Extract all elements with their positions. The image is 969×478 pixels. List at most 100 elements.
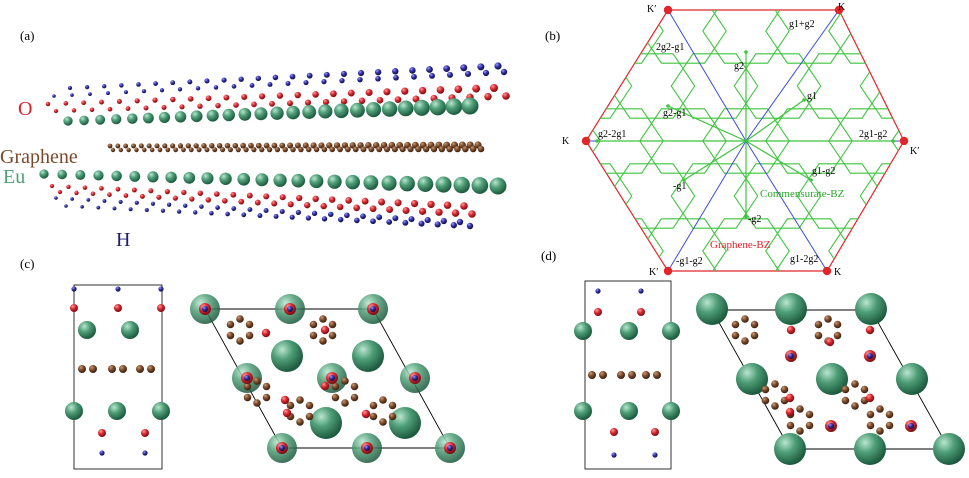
- carbon-atom: [181, 147, 186, 153]
- europium-atom: [174, 111, 187, 123]
- carbon-atom: [290, 146, 296, 153]
- oxygen-atom: [170, 96, 176, 103]
- oxygen-atom: [435, 208, 443, 216]
- carbon-atom: [119, 365, 127, 373]
- commensurate-bz-cell: [891, 218, 904, 271]
- carbon-atom: [438, 145, 446, 153]
- legend-commensurate-bz: Commensurate-BZ: [760, 188, 845, 200]
- europium-atom: [111, 170, 122, 182]
- gamma-k-line: [667, 9, 747, 142]
- oxygen-atom: [107, 192, 112, 197]
- carbon-atom: [201, 143, 207, 149]
- carbon-atom: [786, 421, 795, 430]
- commensurate-bz-cell: [586, 10, 664, 64]
- carbon-atom: [750, 331, 759, 340]
- hydrogen-atom: [450, 222, 457, 229]
- oxygen-atom: [223, 94, 230, 101]
- carbon-atom: [379, 396, 387, 404]
- carbon-atom: [263, 142, 270, 149]
- label-2g2-minus-g1: 2g2-g1: [656, 42, 684, 53]
- reciprocal-vector-tip: [744, 50, 748, 54]
- oxygen-atom: [394, 199, 402, 207]
- carbon-atom: [360, 146, 367, 153]
- carbon-atom: [731, 331, 740, 340]
- k-point-dot: [834, 5, 844, 15]
- europium-atom: [108, 402, 126, 420]
- oxygen-atom: [386, 206, 394, 214]
- oxygen-atom: [322, 98, 330, 106]
- carbon-atom: [344, 146, 351, 153]
- commensurate-bz-cell: [702, 218, 790, 271]
- carbon-atom: [771, 402, 779, 410]
- carbon-atom: [253, 399, 261, 407]
- carbon-atom: [118, 147, 124, 153]
- label-graphene: Graphene: [0, 146, 78, 168]
- carbon-atom: [885, 421, 894, 430]
- carbon-atom: [287, 142, 294, 149]
- oxygen-atom: [139, 193, 145, 199]
- oxygen-atom: [141, 429, 149, 437]
- oxygen-atom: [785, 393, 795, 403]
- hydrogen-atom: [305, 215, 312, 221]
- oxygen-atom: [304, 99, 312, 106]
- reciprocal-vector: [745, 140, 812, 181]
- carbon-atom: [841, 385, 850, 394]
- oxygen-atom: [402, 206, 410, 215]
- europium-atom: [933, 433, 965, 465]
- europium-atom: [327, 174, 342, 189]
- oxygen-atom: [152, 97, 158, 103]
- oxygen-atom: [205, 197, 212, 203]
- europium-atom: [350, 102, 365, 118]
- europium-atom: [471, 177, 489, 194]
- panel-c: (c): [20, 256, 465, 470]
- hydrogen-atom: [477, 63, 485, 71]
- carbon-atom: [248, 142, 254, 149]
- oxygen-atom: [594, 308, 602, 316]
- hydrogen-atom: [908, 423, 914, 429]
- europium-atom: [461, 97, 479, 115]
- carbon-atom: [115, 143, 121, 149]
- oxygen-atom: [418, 86, 427, 95]
- hydrogen-atom: [788, 353, 794, 359]
- carbon-atom: [245, 331, 254, 340]
- hydrogen-atom: [136, 82, 141, 87]
- hydrogen-atom: [460, 64, 468, 72]
- hydrogen-atom: [456, 218, 464, 226]
- hydrogen-atom: [447, 445, 453, 451]
- hydrogen-atom: [193, 210, 198, 215]
- carbon-atom: [653, 371, 661, 379]
- oxygen-atom: [263, 193, 270, 200]
- carbon-atom: [384, 146, 391, 153]
- hydrogen-atom: [102, 84, 107, 89]
- carbon-atom: [216, 142, 223, 149]
- oxygen-atom: [90, 191, 96, 197]
- hydrogen-atom: [170, 80, 176, 86]
- carbon-atom: [126, 147, 131, 153]
- hydrogen-atom: [375, 75, 381, 82]
- europium-atom: [270, 106, 284, 120]
- panel-c-label: (c): [20, 256, 34, 271]
- carbon-atom: [469, 145, 477, 153]
- label-hydrogen: H: [116, 229, 130, 251]
- carbon-atom: [388, 412, 397, 421]
- hydrogen-atom: [652, 452, 658, 458]
- gamma-k-line: [745, 9, 840, 142]
- reciprocal-vector-tip: [809, 178, 813, 182]
- oxygen-atom: [276, 92, 284, 99]
- carbon-atom: [110, 147, 116, 153]
- oxygen-atom: [98, 429, 106, 437]
- oxygen-atom: [74, 190, 79, 196]
- europium-atom: [620, 402, 638, 420]
- oxygen-atom: [123, 193, 129, 198]
- oxygen-atom: [610, 428, 618, 436]
- hydrogen-atom: [176, 209, 182, 214]
- carbon-atom: [131, 143, 136, 149]
- carbon-atom: [89, 365, 97, 373]
- europium-atom: [413, 99, 430, 116]
- carbon-atom: [226, 331, 235, 340]
- label-oxygen: O: [18, 98, 32, 120]
- oxygen-atom: [99, 99, 104, 105]
- hydrogen-atom: [295, 209, 302, 216]
- label-kp-right: K′: [910, 146, 919, 157]
- carbon-atom: [761, 385, 770, 394]
